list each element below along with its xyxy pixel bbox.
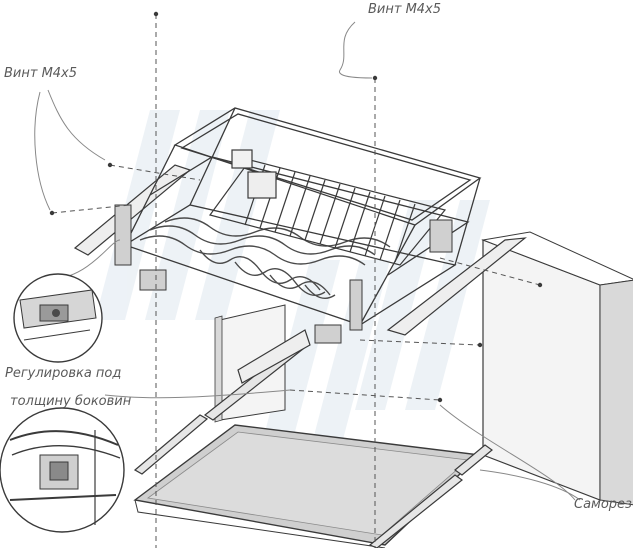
- adjust-label-line1: Регулировка под: [5, 366, 122, 381]
- alignment-lines: [51, 14, 541, 548]
- self-tap-screw-label: Саморез: [574, 497, 632, 512]
- detail-circle-top: [13, 273, 103, 363]
- wire-basket: [123, 107, 482, 326]
- screw-left-label: Винт М4х5: [4, 66, 78, 81]
- mounting-clips: [114, 204, 453, 344]
- detail-circle-bottom: [0, 407, 125, 533]
- dish-rack: [208, 149, 447, 266]
- screw-points: [49, 11, 543, 403]
- drawer-tray: [133, 424, 482, 548]
- basket-floor: [139, 217, 391, 299]
- cabinet-right-panel: [481, 231, 633, 506]
- screw-top-label: Винт М4х5: [368, 2, 442, 17]
- adjust-label-line2: толщину боковин: [10, 394, 132, 409]
